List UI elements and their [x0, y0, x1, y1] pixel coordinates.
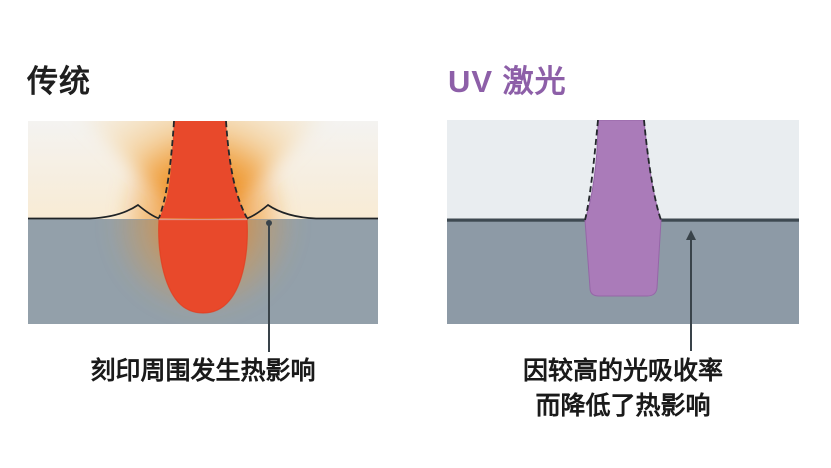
uv-diagram — [447, 120, 799, 324]
uv-beam-edge-dashed-left — [584, 120, 599, 221]
uv-title: UV 激光 — [448, 64, 567, 99]
laser-beam-red — [159, 121, 247, 218]
traditional-caption: 刻印周围发生热影响 — [90, 357, 316, 385]
uv-caption-line1: 因较高的光吸收率 — [522, 357, 723, 385]
beam-edge-dashed-left — [158, 121, 175, 219]
laser-beam-purple — [584, 120, 662, 297]
beam-edge-dashed-right — [225, 121, 248, 219]
uv-caption: 因较高的光吸收率 而降低了热影响 — [447, 354, 799, 424]
uv-beam-edge-dashed-right — [643, 120, 662, 221]
surface-bump-left — [28, 203, 160, 220]
uv-pointer-line — [690, 239, 692, 351]
melt-pocket — [158, 218, 248, 314]
uv-laser-diagram-graphic — [447, 120, 799, 324]
traditional-title: 传统 — [27, 64, 91, 99]
surface-bump-right — [246, 203, 378, 220]
traditional-diagram — [28, 121, 378, 324]
traditional-heat-diagram-graphic — [28, 121, 378, 324]
arrow-up-icon — [686, 230, 696, 240]
traditional-pointer-line — [268, 222, 270, 352]
uv-caption-line2: 而降低了热影响 — [535, 392, 711, 420]
